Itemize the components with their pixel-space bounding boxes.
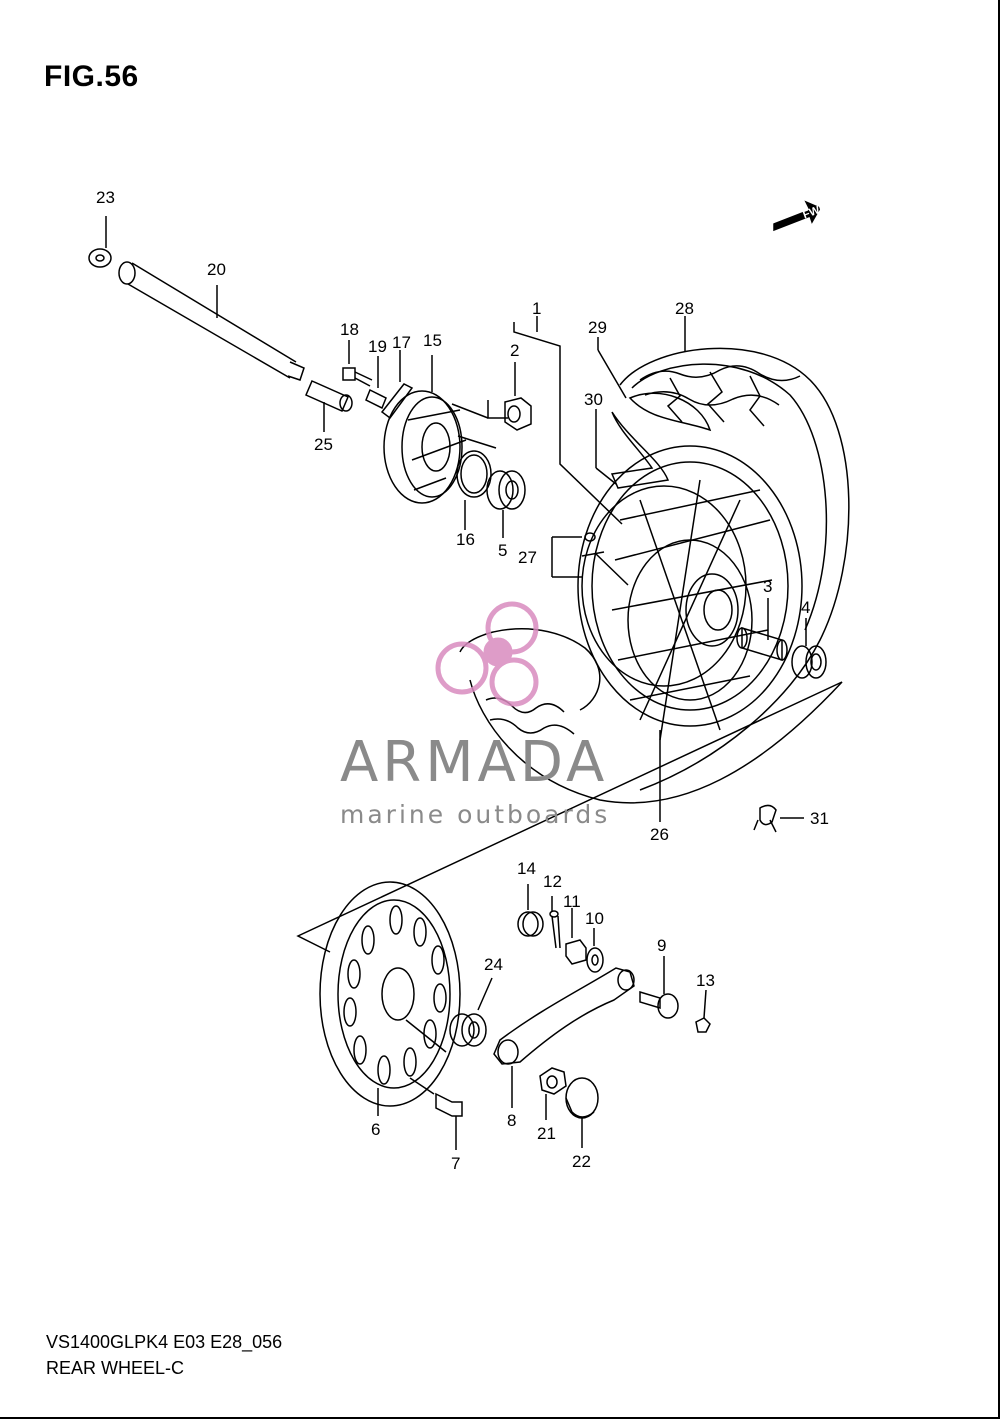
callout-29: 29 xyxy=(588,318,607,337)
part-15-hub-flange xyxy=(383,355,497,504)
callout-17: 17 xyxy=(392,333,411,352)
callout-23: 23 xyxy=(96,188,115,207)
callout-20: 20 xyxy=(207,260,226,279)
part-18-bolt xyxy=(342,340,373,387)
part-5-bearing xyxy=(486,470,526,538)
part-3-spacer xyxy=(736,598,788,662)
wheel-rim xyxy=(577,445,803,741)
callout-28: 28 xyxy=(675,299,694,318)
callout-2: 2 xyxy=(510,341,519,360)
part-2-bushing xyxy=(487,362,532,431)
part-10-washer xyxy=(586,928,604,973)
callout-8: 8 xyxy=(507,1111,516,1130)
part-1-wheel-assy-leader xyxy=(513,316,623,525)
part-22-cap xyxy=(565,1077,599,1148)
callout-30: 30 xyxy=(584,390,603,409)
part-6-brake-disc xyxy=(319,881,461,1116)
section-name: REAR WHEEL-C xyxy=(46,1358,185,1378)
part-25-spacer xyxy=(305,380,353,432)
watermark-tagline: marine outboards xyxy=(340,800,611,829)
callout-25: 25 xyxy=(314,435,333,454)
part-30-rim-band xyxy=(595,409,670,489)
part-23-nut xyxy=(88,216,112,268)
part-20-axle xyxy=(118,261,305,381)
callout-24: 24 xyxy=(484,955,503,974)
part-16-o-ring xyxy=(456,450,492,530)
callout-7: 7 xyxy=(451,1154,460,1173)
callout-19: 19 xyxy=(368,337,387,356)
model-code: VS1400GLPK4 E03 E28_056 xyxy=(46,1332,283,1352)
callout-26: 26 xyxy=(650,825,669,844)
callout-27: 27 xyxy=(518,548,537,567)
part-7-bolt xyxy=(409,1077,463,1150)
callout-12: 12 xyxy=(543,872,562,891)
part-24-collar xyxy=(449,977,493,1047)
callout-4: 4 xyxy=(801,598,810,617)
part-14-bushing xyxy=(517,884,544,937)
callout-5: 5 xyxy=(498,541,507,560)
callout-9: 9 xyxy=(657,936,666,955)
callout-22: 22 xyxy=(572,1152,591,1171)
callout-10: 10 xyxy=(585,909,604,928)
part-21-nut xyxy=(539,1067,567,1120)
callout-21: 21 xyxy=(537,1124,556,1143)
part-13-clip-nut xyxy=(695,989,711,1033)
callout-labels: 23 20 18 19 17 15 25 1 2 29 28 30 16 5 2… xyxy=(96,188,829,1173)
part-31-clip xyxy=(753,804,804,833)
rotor-bracket-line xyxy=(296,681,843,953)
part-11-nut xyxy=(565,908,587,965)
part-9-bolt xyxy=(639,956,679,1019)
callout-11: 11 xyxy=(563,892,581,911)
part-17-lock-plate xyxy=(380,350,414,420)
part-19-washer xyxy=(365,356,387,410)
figure-title: FIG.56 xyxy=(44,60,139,93)
part-12-cotter-pin xyxy=(549,896,561,949)
watermark-logo-icon xyxy=(435,601,539,707)
part-4-bearing xyxy=(791,618,827,679)
callout-3: 3 xyxy=(763,577,772,596)
callout-13: 13 xyxy=(696,971,715,990)
part-29-tube xyxy=(597,337,712,432)
watermark-brand: ARMADA xyxy=(340,730,609,795)
callout-18: 18 xyxy=(340,320,359,339)
fwd-arrow-label: FWD xyxy=(801,202,829,222)
tire-lower-section xyxy=(459,628,843,822)
callout-6: 6 xyxy=(371,1120,380,1139)
callout-31: 31 xyxy=(810,809,829,828)
fwd-arrow-icon xyxy=(773,200,822,232)
callout-1: 1 xyxy=(532,299,541,318)
part-27-balance-weight xyxy=(551,532,629,586)
callout-16: 16 xyxy=(456,530,475,549)
part-28-tire xyxy=(619,316,850,791)
part-8-torque-arm xyxy=(493,967,635,1108)
callout-15: 15 xyxy=(423,331,442,350)
callout-14: 14 xyxy=(517,859,536,878)
